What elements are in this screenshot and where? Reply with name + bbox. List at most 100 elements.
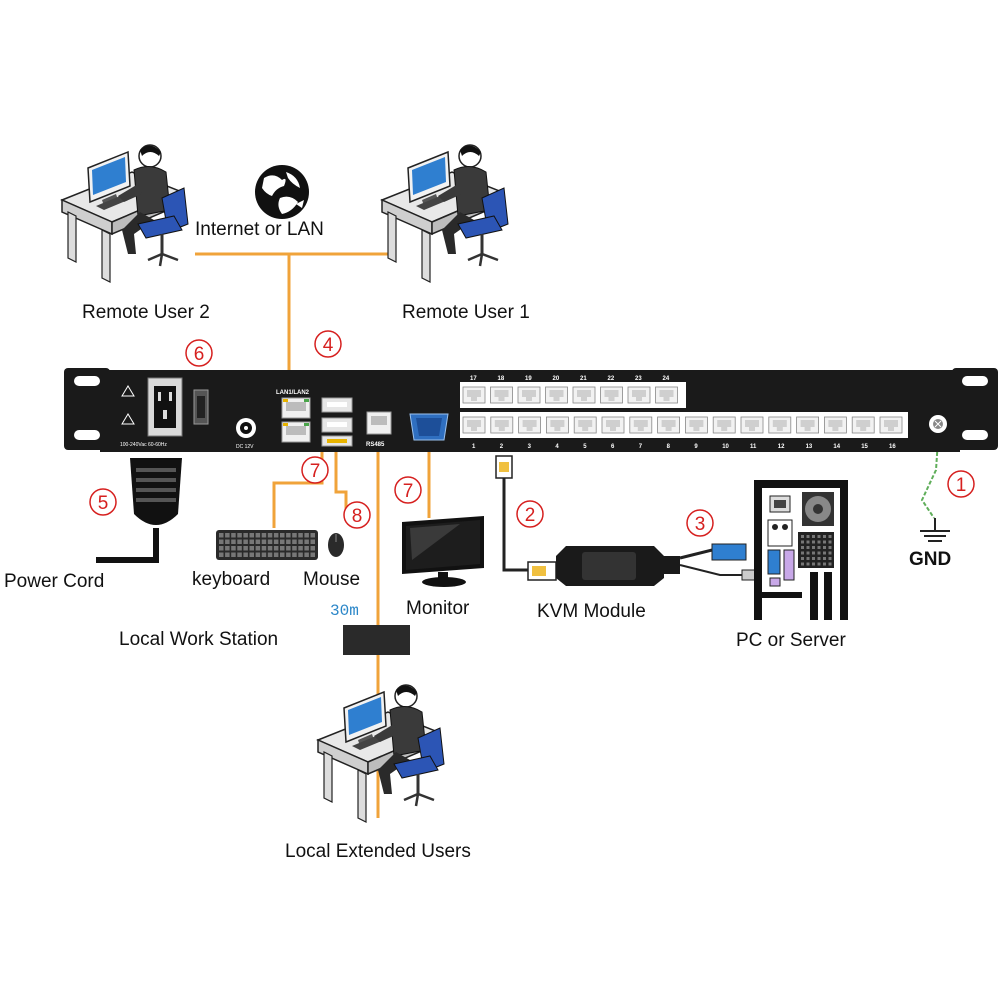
- svg-text:4: 4: [323, 335, 334, 356]
- extender-box-icon: [343, 625, 410, 655]
- rj45-port-14: [823, 416, 847, 434]
- pc-server-label: PC or Server: [736, 630, 846, 651]
- remote-user-1-label: Remote User 1: [402, 302, 530, 323]
- cable-usb-pc: [679, 564, 745, 576]
- power-cord-label: Power Cord: [4, 571, 104, 592]
- rj45-port-7: [629, 416, 653, 434]
- port-number-21: 21: [580, 376, 587, 382]
- callout-8: 8: [343, 501, 371, 529]
- rj45-port-22: [600, 386, 623, 404]
- rj45-port-23: [627, 386, 651, 404]
- power-switch[interactable]: [193, 389, 209, 425]
- callout-1: 1: [947, 470, 975, 498]
- pc-tower-icon: [754, 480, 848, 620]
- svg-text:DC 12V: DC 12V: [236, 444, 254, 450]
- rj45-port-2: [490, 416, 514, 434]
- mouse-icon: [328, 533, 344, 557]
- rj45-port-24: [655, 386, 678, 404]
- svg-text:8: 8: [352, 506, 363, 527]
- callout-6: 6: [185, 339, 213, 367]
- kvm-module-label: KVM Module: [537, 601, 646, 622]
- remote-user-1-icon: [380, 143, 510, 284]
- power-rating-label: 100-240Vac 60-60Hz: [120, 442, 167, 448]
- callout-4: 4: [314, 330, 342, 358]
- rj45-port-18: [490, 386, 513, 404]
- ground-screw: [929, 415, 947, 433]
- usb-ports: [321, 397, 353, 447]
- port-number-11: 11: [750, 444, 757, 450]
- svg-text:5: 5: [98, 493, 109, 514]
- svg-text:7: 7: [310, 461, 321, 482]
- rj45-port-12: [768, 416, 792, 434]
- cable-kvm-black: [502, 478, 528, 572]
- rj45-port-5: [573, 416, 597, 434]
- port-number-24: 24: [663, 376, 670, 382]
- lan-ports: [281, 397, 311, 443]
- callout-3: 3: [686, 509, 714, 537]
- rj45-port-4: [545, 416, 569, 434]
- local-work-station-label: Local Work Station: [119, 629, 278, 650]
- svg-text:RS485: RS485: [366, 442, 385, 448]
- port-number-2: 2: [500, 444, 504, 450]
- internet-label: Internet or LAN: [195, 219, 324, 240]
- gnd-label: GND: [909, 549, 951, 570]
- mouse-label: Mouse: [303, 569, 360, 590]
- callout-2: 2: [516, 500, 544, 528]
- callout-7-monitor: 7: [394, 476, 422, 504]
- port-number-3: 3: [528, 444, 532, 450]
- rj45-port-21: [572, 386, 596, 404]
- port-number-4: 4: [555, 444, 559, 450]
- port-number-15: 15: [861, 444, 868, 450]
- rj45-port-13: [796, 416, 820, 434]
- remote-user-2-label: Remote User 2: [82, 302, 210, 323]
- rj45-port-3: [518, 416, 542, 434]
- monitor-label: Monitor: [406, 598, 470, 619]
- rj45-port-15: [851, 416, 875, 434]
- svg-text:1: 1: [956, 475, 967, 496]
- lan-label: LAN1/LAN2: [276, 390, 310, 396]
- port-number-5: 5: [583, 444, 587, 450]
- rj45-port-16: [879, 416, 903, 434]
- rj45-port-17: [462, 386, 486, 404]
- rj45-port-19: [517, 386, 541, 404]
- port-number-20: 20: [553, 376, 560, 382]
- keyboard-label: keyboard: [192, 569, 270, 590]
- power-plug-icon: [96, 458, 182, 563]
- pc-connectors: [711, 543, 757, 581]
- keyboard-icon: [216, 530, 318, 560]
- rj45-port-11: [740, 416, 764, 434]
- rj45-port-8: [657, 416, 681, 434]
- svg-text:6: 6: [194, 344, 205, 365]
- cable-gnd: [920, 439, 939, 519]
- distance-label: 30m: [330, 602, 359, 620]
- local-extended-user-icon: [316, 683, 446, 824]
- port-number-16: 16: [889, 444, 896, 450]
- rj45-port-1: [462, 416, 486, 434]
- callout-7-keyboard: 7: [301, 456, 329, 484]
- local-extended-users-label: Local Extended Users: [285, 841, 471, 862]
- rj45-port-6: [601, 416, 625, 434]
- globe-icon: [255, 165, 309, 219]
- cable-mouse: [334, 452, 348, 520]
- rj45-port-9: [684, 416, 708, 434]
- rs485-port: RS485: [366, 411, 392, 448]
- port-number-8: 8: [667, 444, 671, 450]
- port-number-13: 13: [806, 444, 813, 450]
- port-number-17: 17: [470, 376, 477, 382]
- vga-port: [409, 413, 449, 441]
- port-number-14: 14: [833, 444, 840, 450]
- port-number-22: 22: [608, 376, 615, 382]
- svg-text:3: 3: [695, 514, 706, 535]
- rj45-port-20: [545, 386, 568, 404]
- port-number-9: 9: [694, 444, 698, 450]
- port-number-23: 23: [635, 376, 642, 382]
- port-number-10: 10: [722, 444, 729, 450]
- svg-text:7: 7: [403, 481, 414, 502]
- svg-text:2: 2: [525, 505, 536, 526]
- rj45-port-10: [712, 416, 736, 434]
- callout-5: 5: [89, 488, 117, 516]
- port-number-6: 6: [611, 444, 615, 450]
- port-number-19: 19: [525, 376, 532, 382]
